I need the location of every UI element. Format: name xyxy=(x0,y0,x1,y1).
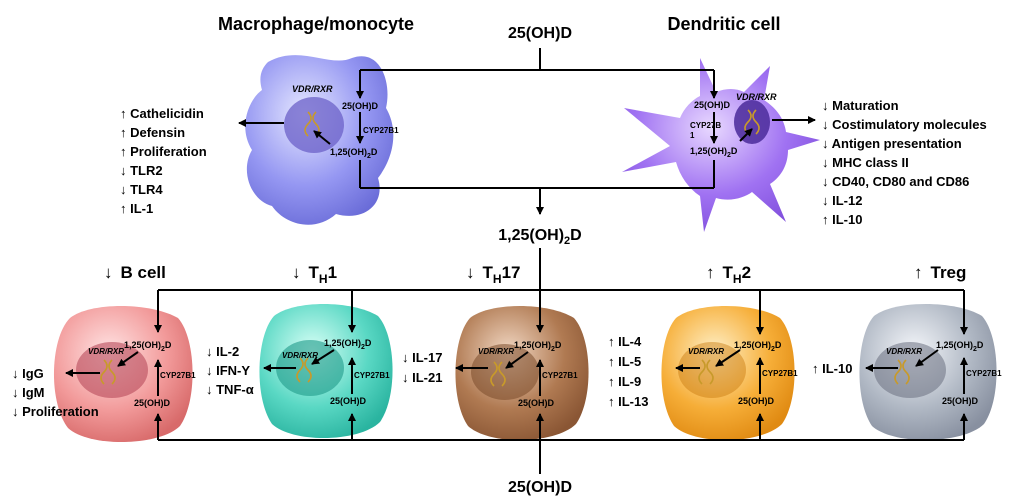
th17-title: ↓TH17 xyxy=(466,263,520,286)
dendritic-title: Dendritic cell xyxy=(667,14,780,34)
svg-text:1: 1 xyxy=(690,131,695,140)
macrophage-nucleus xyxy=(284,97,344,153)
treg-nucleus xyxy=(874,342,946,398)
svg-text:1,25(OH)2D: 1,25(OH)2D xyxy=(324,338,372,351)
th17-inner-labels: VDR/RXR 1,25(OH)2D CYP27B1 25(OH)D xyxy=(478,340,578,408)
svg-text:↑ Proliferation: ↑ Proliferation xyxy=(120,144,207,159)
svg-text:CYP27B1: CYP27B1 xyxy=(966,369,1002,378)
dendritic-nucleus xyxy=(734,100,770,144)
svg-text:↑ Defensin: ↑ Defensin xyxy=(120,125,185,140)
svg-text:↑ IL-13: ↑ IL-13 xyxy=(608,394,648,409)
svg-text:↑ IL-10: ↑ IL-10 xyxy=(822,212,862,227)
th2-title: ↑TH2 xyxy=(706,263,751,286)
svg-text:VDR/RXR: VDR/RXR xyxy=(886,347,922,356)
svg-text:25(OH)D: 25(OH)D xyxy=(738,396,775,406)
dendritic-effects: ↓ Maturation ↓ Costimulatory molecules ↓… xyxy=(822,98,987,227)
dendritic-inner-labels: VDR/RXR 25(OH)D CYP27B 1 1,25(OH)2D xyxy=(690,92,777,159)
svg-text:↓ Costimulatory molecules: ↓ Costimulatory molecules xyxy=(822,117,987,132)
svg-text:↓ IL-12: ↓ IL-12 xyxy=(822,193,862,208)
svg-text:↑ IL-1: ↑ IL-1 xyxy=(120,201,153,216)
th1-inner-labels: VDR/RXR 1,25(OH)2D CYP27B1 25(OH)D xyxy=(282,338,390,406)
svg-text:↓ IFN-Y: ↓ IFN-Y xyxy=(206,363,250,378)
svg-text:↑ Cathelicidin: ↑ Cathelicidin xyxy=(120,106,204,121)
svg-text:1,25(OH)2D: 1,25(OH)2D xyxy=(514,340,562,353)
macrophage-inner-labels: VDR/RXR 25(OH)D CYP27B1 1,25(OH)2D xyxy=(292,84,399,160)
svg-text:1,25(OH)2D: 1,25(OH)2D xyxy=(124,340,172,353)
svg-text:VDR/RXR: VDR/RXR xyxy=(292,84,333,94)
svg-text:CYP27B1: CYP27B1 xyxy=(160,371,196,380)
th1-title: ↓TH1 xyxy=(292,263,337,286)
svg-text:↓ Maturation: ↓ Maturation xyxy=(822,98,899,113)
bcell-nucleus xyxy=(76,342,148,398)
bottom-input-label: 25(OH)D xyxy=(508,479,572,496)
th2-effects: ↑ IL-4 ↑ IL-5 ↑ IL-9 ↑ IL-13 xyxy=(608,334,648,409)
macrophage-effects: ↑ Cathelicidin ↑ Defensin ↑ Proliferatio… xyxy=(120,106,207,216)
th2-cell xyxy=(661,306,795,441)
svg-text:VDR/RXR: VDR/RXR xyxy=(88,347,124,356)
svg-text:↓ IL-21: ↓ IL-21 xyxy=(402,370,442,385)
svg-text:↓ CD40, CD80 and CD86: ↓ CD40, CD80 and CD86 xyxy=(822,174,969,189)
bcell-effects: ↓ IgG ↓ IgM ↓ Proliferation xyxy=(12,366,99,419)
svg-text:1,25(OH)2D: 1,25(OH)2D xyxy=(330,147,378,160)
svg-text:CYP27B1: CYP27B1 xyxy=(363,126,399,135)
svg-text:↓ TNF-α: ↓ TNF-α xyxy=(206,382,254,397)
top-input-label: 25(OH)D xyxy=(508,25,572,42)
th17-nucleus xyxy=(471,344,539,400)
svg-text:↓ IgM: ↓ IgM xyxy=(12,385,45,400)
dendritic-cell xyxy=(622,58,820,232)
svg-text:↓ MHC class II: ↓ MHC class II xyxy=(822,155,909,170)
svg-text:VDR/RXR: VDR/RXR xyxy=(736,92,777,102)
svg-text:25(OH)D: 25(OH)D xyxy=(342,101,379,111)
svg-text:↑ IL-5: ↑ IL-5 xyxy=(608,354,641,369)
svg-text:↓ TLR2: ↓ TLR2 xyxy=(120,163,163,178)
th2-inner-labels: VDR/RXR 1,25(OH)2D CYP27B1 25(OH)D xyxy=(688,340,798,406)
svg-text:VDR/RXR: VDR/RXR xyxy=(282,351,318,360)
bcell-inner-labels: VDR/RXR 1,25(OH)2D CYP27B1 25(OH)D xyxy=(88,340,196,408)
treg-effects: ↑ IL-10 xyxy=(812,361,852,376)
svg-text:25(OH)D: 25(OH)D xyxy=(134,398,171,408)
th2-nucleus xyxy=(678,342,746,398)
svg-text:CYP27B1: CYP27B1 xyxy=(354,371,390,380)
treg-inner-labels: VDR/RXR 1,25(OH)2D CYP27B1 25(OH)D xyxy=(886,340,1002,406)
svg-text:25(OH)D: 25(OH)D xyxy=(942,396,979,406)
th17-effects: ↓ IL-17 ↓ IL-21 xyxy=(402,350,442,385)
svg-text:CYP27B1: CYP27B1 xyxy=(762,369,798,378)
svg-text:↑ IL-10: ↑ IL-10 xyxy=(812,361,852,376)
svg-text:VDR/RXR: VDR/RXR xyxy=(478,347,514,356)
svg-text:↓ TLR4: ↓ TLR4 xyxy=(120,182,163,197)
th1-effects: ↓ IL-2 ↓ IFN-Y ↓ TNF-α xyxy=(206,344,254,397)
svg-text:VDR/RXR: VDR/RXR xyxy=(688,347,724,356)
svg-text:CYP27B: CYP27B xyxy=(690,121,721,130)
svg-text:↑ IL-9: ↑ IL-9 xyxy=(608,374,641,389)
svg-text:25(OH)D: 25(OH)D xyxy=(330,396,367,406)
svg-text:1,25(OH)2D: 1,25(OH)2D xyxy=(936,340,984,353)
svg-text:CYP27B1: CYP27B1 xyxy=(542,371,578,380)
svg-text:1,25(OH)2D: 1,25(OH)2D xyxy=(690,146,738,159)
svg-text:↑ IL-4: ↑ IL-4 xyxy=(608,334,642,349)
macrophage-title: Macrophage/monocyte xyxy=(218,14,414,34)
svg-text:↓ Antigen presentation: ↓ Antigen presentation xyxy=(822,136,962,151)
treg-title: ↑Treg xyxy=(914,263,966,282)
svg-text:1,25(OH)2D: 1,25(OH)2D xyxy=(734,340,782,353)
svg-text:↓ Proliferation: ↓ Proliferation xyxy=(12,404,99,419)
connector-lines xyxy=(65,48,968,474)
svg-text:↓ IL-17: ↓ IL-17 xyxy=(402,350,442,365)
center-output-label: 1,25(OH)2D xyxy=(498,227,581,247)
svg-text:25(OH)D: 25(OH)D xyxy=(694,100,731,110)
svg-text:↓ IL-2: ↓ IL-2 xyxy=(206,344,239,359)
svg-text:25(OH)D: 25(OH)D xyxy=(518,398,555,408)
bcell-title: ↓B cell xyxy=(104,263,166,282)
svg-text:↓ IgG: ↓ IgG xyxy=(12,366,44,381)
